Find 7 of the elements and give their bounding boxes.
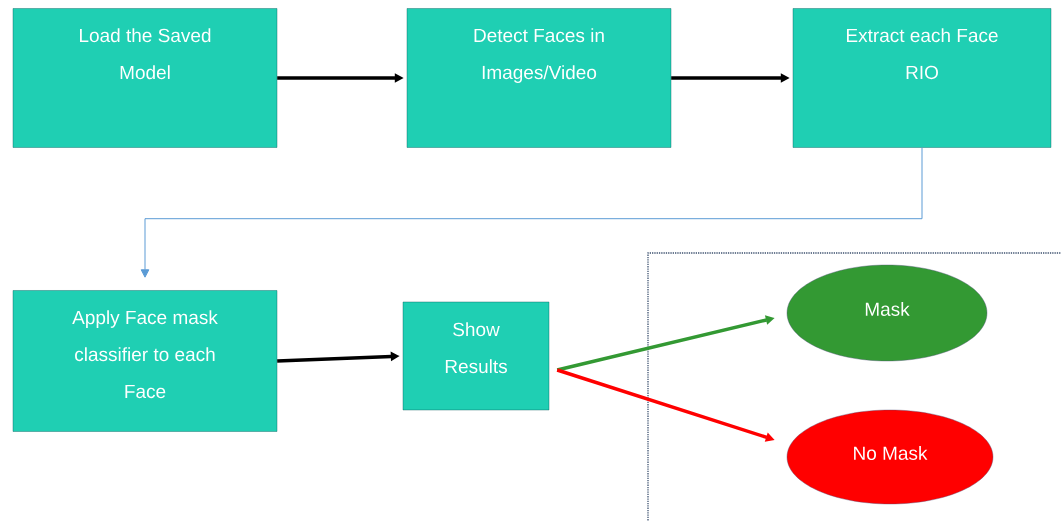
process-box: Load the Saved Model xyxy=(12,8,278,148)
process-box: Apply Face mask classifier to each Face xyxy=(12,290,278,432)
process-box: Detect Faces in Images/Video xyxy=(406,8,672,148)
arrow xyxy=(140,147,923,278)
process-box: Extract each Face RIO xyxy=(792,8,1052,148)
dotted-region xyxy=(647,252,1061,521)
process-box: Show Results xyxy=(402,301,550,411)
